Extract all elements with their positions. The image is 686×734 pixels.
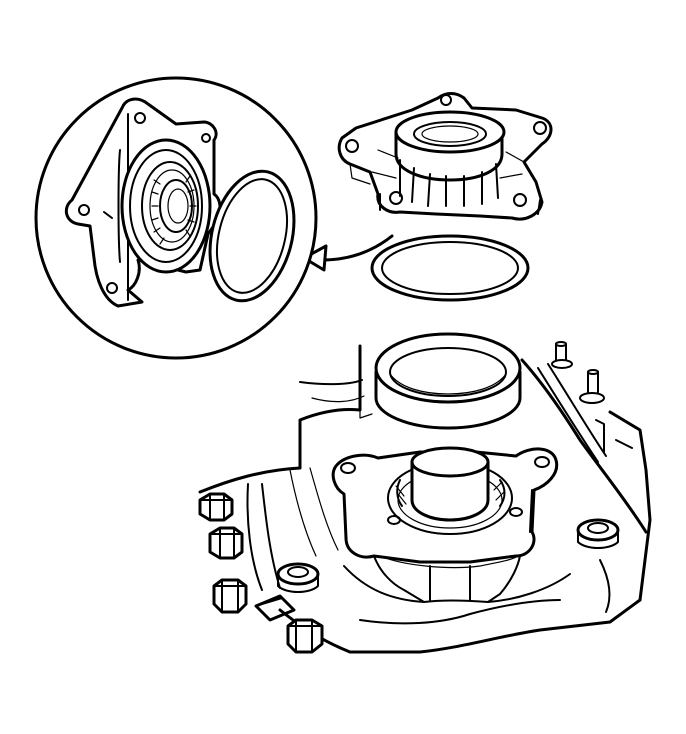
case-stud <box>579 369 605 404</box>
bearing-retainer <box>337 92 553 221</box>
callout-arrow <box>302 234 394 272</box>
case-bolt <box>208 526 244 560</box>
case-stud <box>551 341 573 369</box>
transmission-case <box>198 341 652 654</box>
detail-view <box>34 76 318 360</box>
case-bolt <box>198 492 234 522</box>
o-ring-seal <box>370 234 530 302</box>
case-bolt <box>286 618 324 654</box>
case-bolt <box>212 578 248 614</box>
bearing-race <box>374 332 522 430</box>
